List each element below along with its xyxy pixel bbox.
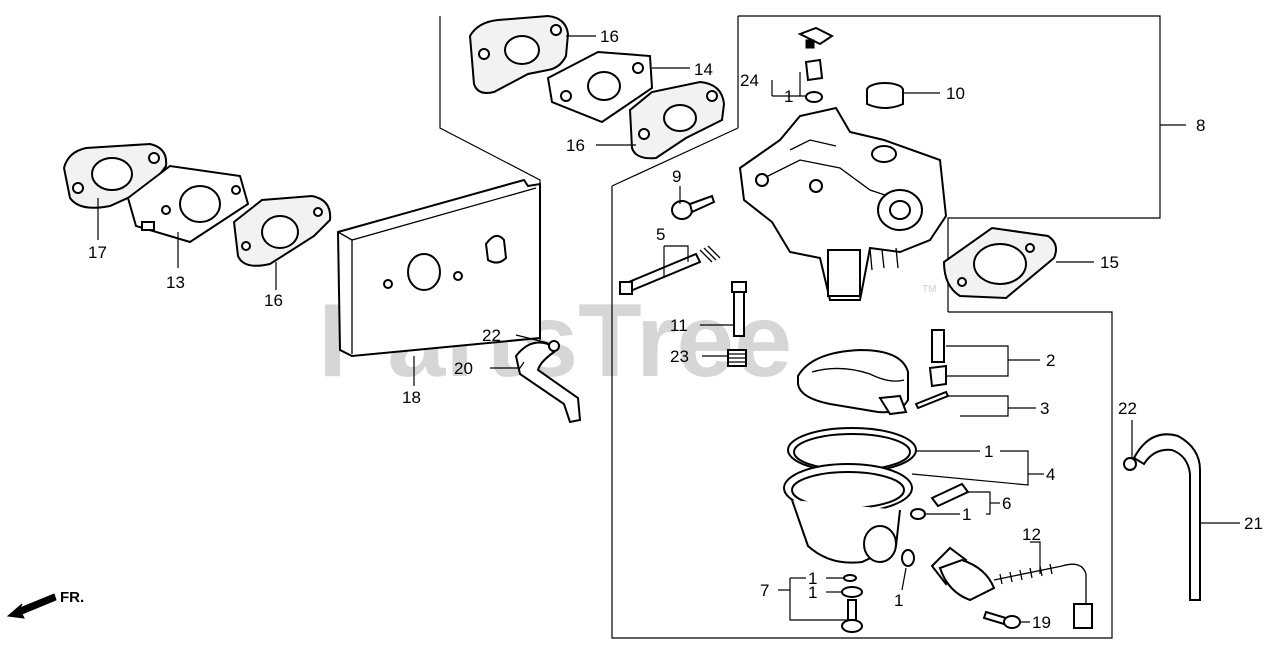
screw-9 xyxy=(671,194,716,220)
callout-1-bolt-upper: 1 xyxy=(808,569,817,588)
plate-18 xyxy=(336,178,541,358)
screw-19 xyxy=(982,610,1021,629)
float-bowl-4 xyxy=(783,463,913,564)
callout-19: 19 xyxy=(1032,613,1051,632)
gasket-16-middle xyxy=(628,80,726,160)
callout-1-bolt-lower: 1 xyxy=(808,583,817,602)
gasket-15 xyxy=(942,226,1057,300)
callout-1-drain-washer: 1 xyxy=(962,505,971,524)
callout-22-right: 22 xyxy=(1118,399,1137,418)
assembly-box-lower xyxy=(611,186,1113,639)
callout-5: 5 xyxy=(656,225,665,244)
watermark-trademark: TM xyxy=(922,284,936,295)
callout-16-upper: 16 xyxy=(600,27,619,46)
callout-1-bowl-gasket: 1 xyxy=(984,442,993,461)
callout-1-solenoid-washer: 1 xyxy=(894,591,903,610)
float-valve-2 xyxy=(928,329,947,388)
callout-16-middle: 16 xyxy=(566,136,585,155)
callout-23: 23 xyxy=(670,347,689,366)
callout-7: 7 xyxy=(760,581,769,600)
gasket-16-upper xyxy=(468,14,570,94)
callout-16-left: 16 xyxy=(264,291,283,310)
insulator-14 xyxy=(546,50,654,124)
callout-14: 14 xyxy=(694,60,713,79)
float-3 xyxy=(797,348,909,416)
fuel-cut-solenoid-12 xyxy=(930,546,1093,629)
callout-18: 18 xyxy=(402,388,421,407)
callout-21: 21 xyxy=(1244,514,1263,533)
screw-24 xyxy=(797,26,834,103)
callout-11: 11 xyxy=(670,316,688,335)
callout-6: 6 xyxy=(1002,494,1011,513)
callout-9: 9 xyxy=(672,167,681,186)
callout-22-left: 22 xyxy=(482,326,501,345)
float-pin xyxy=(914,390,950,410)
leader-lines xyxy=(97,35,1240,623)
assembly-box-upper xyxy=(611,15,1161,312)
callout-3: 3 xyxy=(1040,399,1049,418)
callout-8: 8 xyxy=(1196,116,1205,135)
callout-10: 10 xyxy=(946,84,965,103)
cap-10 xyxy=(866,82,904,109)
bolt-7 xyxy=(841,574,863,633)
insulator-13 xyxy=(126,164,250,244)
front-direction-arrow xyxy=(6,593,57,619)
callout-20: 20 xyxy=(454,359,473,378)
callout-15: 15 xyxy=(1100,253,1119,272)
callout-24: 24 xyxy=(740,71,759,90)
callout-1-oring: 1 xyxy=(784,87,793,106)
washer-1-solenoid xyxy=(901,549,915,567)
callout-12: 12 xyxy=(1022,525,1041,544)
bowl-gasket-1 xyxy=(787,427,917,473)
callout-13: 13 xyxy=(166,273,185,292)
pilot-screw-5 xyxy=(619,245,721,295)
tube-20 xyxy=(514,340,582,424)
callout-4: 4 xyxy=(1046,465,1055,484)
callout-2: 2 xyxy=(1046,351,1055,370)
gasket-16-left xyxy=(232,194,332,267)
main-jet-23 xyxy=(727,349,747,367)
callout-17: 17 xyxy=(88,243,107,262)
tube-21 xyxy=(1123,433,1201,601)
carburetor-body-8 xyxy=(738,106,948,301)
front-label: FR. xyxy=(60,589,84,606)
main-jet-11 xyxy=(731,281,747,337)
